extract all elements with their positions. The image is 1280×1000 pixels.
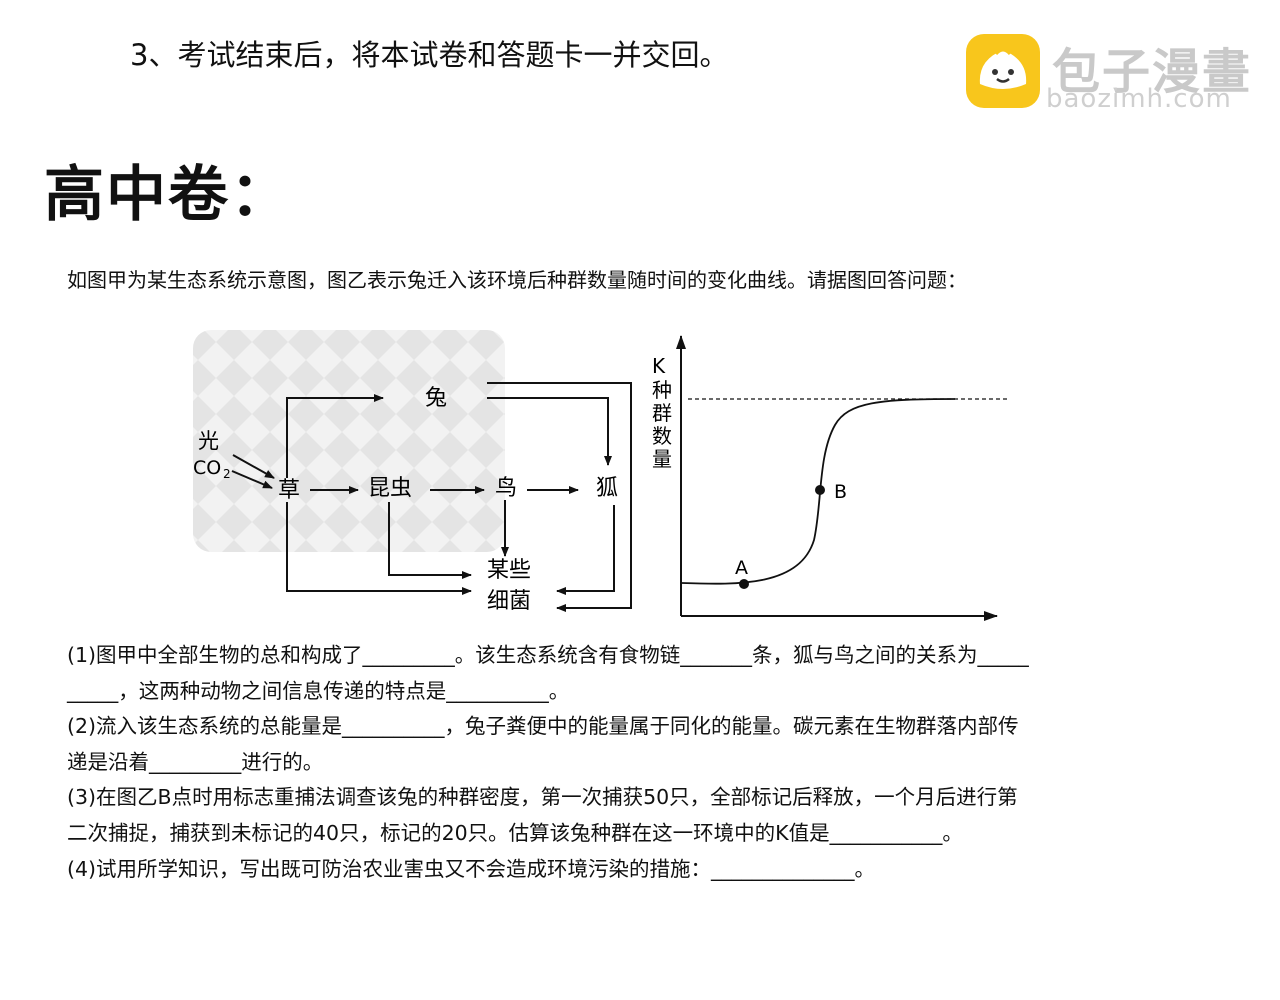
light-label: 光 xyxy=(198,429,219,453)
point-a-label: A xyxy=(735,557,748,579)
node-grass: 草 xyxy=(278,478,300,503)
node-insect: 昆虫 xyxy=(368,476,412,501)
diagram-background xyxy=(193,330,505,552)
question-line: (3)在图乙B点时用标志重捕法调查该兔的种群密度，第一次捕获50只，全部标记后释… xyxy=(67,785,1018,809)
ylabel-char-1: 种 xyxy=(652,378,672,402)
logo-title: 包子漫畫 xyxy=(1052,44,1253,100)
co2-subscript: 2 xyxy=(223,467,231,481)
arrow-grass-bacteria xyxy=(286,502,472,595)
node-rabbit: 兔 xyxy=(425,386,447,411)
arrow-rabbit-fox xyxy=(487,397,612,466)
question-line: _____，这两种动物之间信息传递的特点是__________。 xyxy=(67,679,570,703)
node-bird: 鸟 xyxy=(495,476,517,501)
k-label: K xyxy=(652,354,666,378)
arrow-fox-bacteria xyxy=(556,505,615,595)
question-line: (2)流入该生态系统的总能量是__________，兔子粪便中的能量属于同化的能… xyxy=(67,714,1019,738)
population-growth-curve: A B K 种 群 数 量 xyxy=(652,335,1010,621)
section-title: 高中卷： xyxy=(44,160,292,230)
point-b-label: B xyxy=(834,481,847,503)
point-b-marker xyxy=(815,485,825,495)
logo-url: baozimh.com xyxy=(1046,84,1232,114)
node-bacteria-line2: 细菌 xyxy=(487,589,531,614)
arrow-rabbit-bacteria xyxy=(487,382,632,612)
arrow-light-grass xyxy=(232,454,275,479)
question-line: (1)图甲中全部生物的总和构成了_________。该生态系统含有食物链____… xyxy=(67,643,1029,667)
question-line: 二次捕捉，捕获到未标记的40只，标记的20只。估算该兔种群在这一环境中的K值是_… xyxy=(67,821,963,845)
ylabel-char-2: 群 xyxy=(652,401,672,425)
question-line: 递是沿着_________进行的。 xyxy=(67,750,324,774)
question-intro: 如图甲为某生态系统示意图，图乙表示兔迁入该环境后种群数量随时间的变化曲线。请据图… xyxy=(67,268,967,292)
exam-instruction: 3、考试结束后，将本试卷和答题卡一并交回。 xyxy=(130,38,729,72)
point-a-marker xyxy=(739,579,749,589)
ecosystem-diagram: 光 CO 2 草 昆虫 鸟 狐 兔 某些 细菌 xyxy=(193,330,632,614)
arrow-co2-grass xyxy=(231,470,273,489)
ylabel-char-4: 量 xyxy=(652,447,672,471)
site-logo[interactable]: 包子漫畫 baozimh.com xyxy=(966,34,1256,114)
question-line: (4)试用所学知识，写出既可防治农业害虫又不会造成环境污染的措施：_______… xyxy=(67,857,876,881)
arrow-insect-bacteria xyxy=(388,502,472,579)
bun-icon xyxy=(966,34,1040,108)
arrow-grass-rabbit xyxy=(286,394,384,478)
ylabel-char-3: 数 xyxy=(652,424,672,448)
node-fox: 狐 xyxy=(596,476,618,501)
node-bacteria-line1: 某些 xyxy=(487,558,531,583)
co2-label: CO xyxy=(193,457,221,479)
